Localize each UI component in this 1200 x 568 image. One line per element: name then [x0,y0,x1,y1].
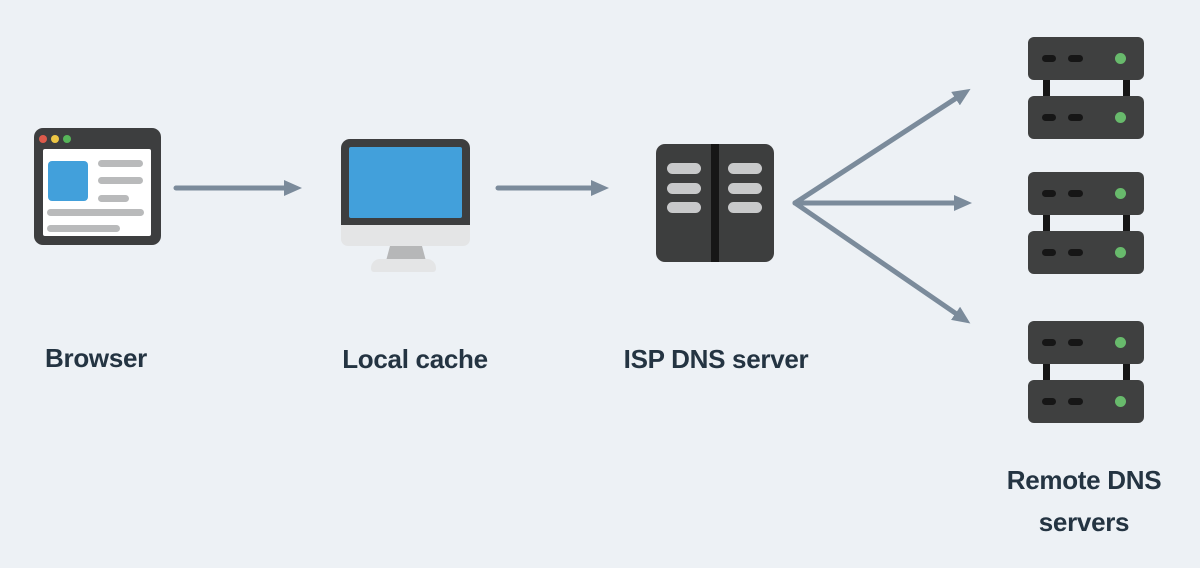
status-led-icon [1115,247,1126,258]
status-led-icon [1115,188,1126,199]
drive-dash [1042,398,1056,405]
isp-dns-server-label: ISP DNS server [623,344,809,374]
browser-label: Browser [45,343,147,373]
status-led-icon [1115,337,1126,348]
drive-dash [1068,398,1083,405]
server-slot-bar [667,202,701,213]
drive-dash [1042,114,1056,121]
rack-unit [1028,172,1144,215]
drive-dash [1068,190,1083,197]
rack-post [1123,80,1130,96]
remote-dns-label-line-2: servers [1038,507,1130,537]
server-slot-bar [667,163,701,174]
rack-unit [1028,96,1144,139]
rack-post [1043,80,1050,96]
drive-dash [1042,339,1056,346]
page-image-block [48,161,88,201]
status-led-icon [1115,53,1126,64]
rack-unit [1028,37,1144,80]
server-slot-bar [728,163,762,174]
arrow-isp-to-remote-1 [792,88,971,206]
window-dot-green-icon [63,135,71,143]
window-dot-red-icon [39,135,47,143]
page-text-line [47,225,120,232]
remote-dns-label-line-1: Remote DNS [1006,465,1162,495]
server-rack-icon [1028,37,1144,139]
local-cache-label: Local cache [342,344,488,374]
status-led-icon [1115,396,1126,407]
monitor-chin [341,225,470,246]
rack-unit [1028,231,1144,274]
drive-dash [1042,55,1056,62]
page-text-line [47,209,144,216]
rack-unit [1028,380,1144,423]
rack-post [1043,364,1050,380]
rack-post [1043,215,1050,231]
server-rack-icon [1028,172,1144,274]
server-slot-bar [667,183,701,194]
drive-dash [1068,249,1083,256]
arrow-isp-to-remote-3 [792,200,971,324]
monitor-stand-neck [386,246,426,261]
server-slot-bar [728,183,762,194]
desktop-monitor-icon [341,139,470,272]
page-text-line [98,195,129,202]
monitor-screen [349,147,462,218]
drive-dash [1068,55,1083,62]
page-text-line [98,160,143,167]
drive-dash [1042,190,1056,197]
status-led-icon [1115,112,1126,123]
rack-post [1123,364,1130,380]
tower-divider [711,144,719,262]
browser-window-icon [34,128,161,245]
window-dot-yellow-icon [51,135,59,143]
drive-dash [1042,249,1056,256]
browser-page-content [43,149,151,236]
page-text-line [98,177,143,184]
rack-unit [1028,321,1144,364]
drive-dash [1068,339,1083,346]
server-rack-icon [1028,321,1144,423]
dual-server-tower-icon [656,144,774,262]
remote-dns-servers-label: Remote DNS servers [1006,459,1162,543]
drive-dash [1068,114,1083,121]
monitor-stand-base [371,259,436,272]
server-slot-bar [728,202,762,213]
rack-post [1123,215,1130,231]
